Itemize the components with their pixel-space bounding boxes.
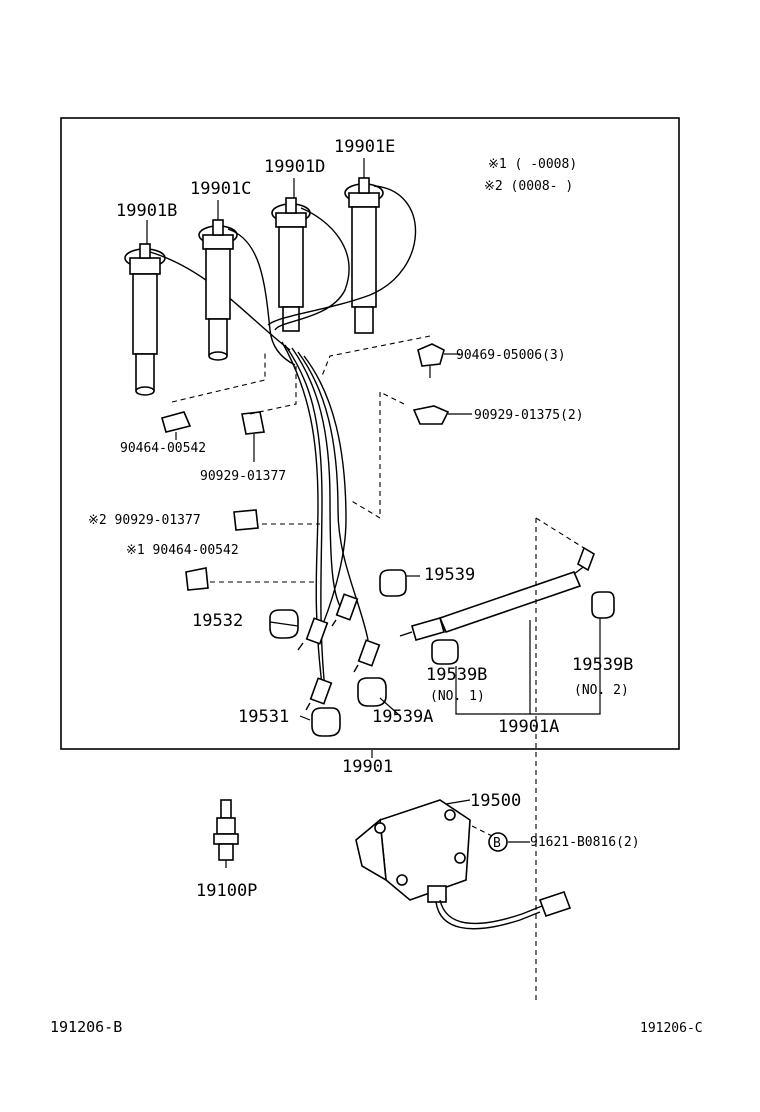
clamp-90464-top [161, 411, 192, 440]
label-19539B-no2: 19539B [572, 655, 633, 675]
label-19531: 19531 [238, 707, 289, 727]
label-19901: 19901 [342, 757, 393, 777]
boot-19901E [267, 177, 417, 334]
label-19100P: 19100P [196, 881, 257, 901]
clamp-90929-01375 [412, 405, 472, 425]
coil-wire-19901A [399, 546, 595, 641]
note-1: ※1 ( -0008) [488, 157, 577, 172]
label-19901D: 19901D [264, 157, 325, 177]
grommet-19539B-1 [431, 639, 459, 665]
label-19539A: 19539A [372, 707, 433, 727]
label-19500: 19500 [470, 791, 521, 811]
label-90469-05006: 90469-05006(3) [456, 348, 566, 363]
boot-19901B [124, 243, 291, 396]
boot-19901D [271, 197, 350, 332]
label-19901E: 19901E [334, 137, 395, 157]
spark-plug-19100P [213, 799, 239, 868]
label-90464-00542-mid: ※1 90464-00542 [126, 543, 239, 558]
label-19901C: 19901C [190, 179, 251, 199]
label-19539B-no1: 19539B [426, 665, 487, 685]
grommet-19539A [357, 677, 387, 707]
note-2: ※2 (0008- ) [484, 179, 573, 194]
assembly-frame [60, 117, 680, 750]
clamp-90929-01377-top [241, 411, 265, 462]
clamp-90464-mid [185, 567, 209, 591]
label-90929-01375: 90929-01375(2) [474, 408, 584, 423]
clamp-90929-01377-mid [233, 509, 259, 531]
footer-right-code: 191206-C [640, 1021, 703, 1036]
label-91621-B0816: 91621-B0816(2) [530, 835, 640, 850]
wire-bundle [281, 341, 369, 691]
label-no2: (NO. 2) [574, 683, 629, 698]
grommet-19539B-2 [591, 591, 615, 619]
label-90929-01377-top: 90929-01377 [200, 469, 286, 484]
label-19532: 19532 [192, 611, 243, 631]
bolt-callout-circle [488, 832, 508, 852]
label-90929-01377-mid: ※2 90929-01377 [88, 513, 201, 528]
dashed-guides [171, 335, 585, 1000]
wire-end-caps [297, 593, 381, 711]
ignition-coil-19500 [355, 799, 572, 930]
label-90464-00542-top: 90464-00542 [120, 441, 206, 456]
label-19539: 19539 [424, 565, 475, 585]
clamp-90469 [417, 343, 460, 378]
label-19901A: 19901A [498, 717, 559, 737]
grommet-19531 [311, 707, 341, 737]
grommet-19539 [379, 569, 420, 597]
leader-lines [146, 158, 601, 843]
label-no1: (NO. 1) [430, 689, 485, 704]
bolt-callout-letter: B [493, 836, 501, 851]
footer-left-code: 191206-B [50, 1018, 122, 1036]
label-19901B: 19901B [116, 201, 177, 221]
